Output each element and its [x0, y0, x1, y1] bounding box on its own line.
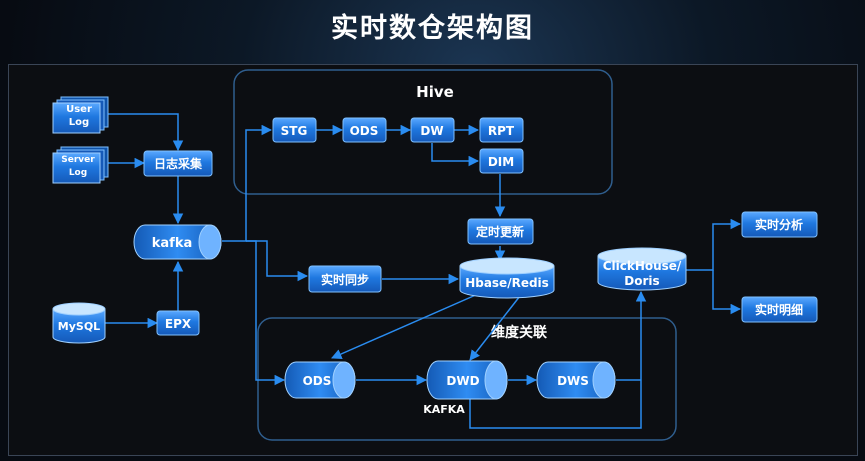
realtime-sync-label: 实时同步	[321, 272, 369, 287]
realtime-detail-node: 实时明细	[741, 296, 818, 323]
realtime-detail-label: 实时明细	[755, 302, 803, 317]
stg-label: STG	[281, 124, 308, 138]
realtime-analysis-node: 实时分析	[741, 211, 818, 238]
stream-group	[257, 317, 677, 441]
clickhouse-label-line2: Doris	[624, 274, 659, 288]
clickhouse-doris-node: ClickHouse/ Doris	[597, 247, 687, 291]
server-log-line1: Server	[61, 155, 95, 165]
realtime-sync-node: 实时同步	[308, 265, 382, 293]
connectors	[104, 113, 742, 429]
ods-hive-label: ODS	[350, 124, 379, 138]
dw-node: DW	[410, 117, 455, 143]
page-title: 实时数仓架构图	[331, 13, 534, 44]
kafka-caption: KAFKA	[423, 403, 465, 416]
hive-group-label: Hive	[416, 83, 454, 101]
hbase-redis-node: Hbase/Redis	[459, 257, 555, 299]
epx-node: EPX	[156, 310, 200, 336]
rpt-node: RPT	[479, 117, 524, 143]
realtime-analysis-label: 实时分析	[755, 217, 803, 232]
dws-label: DWS	[557, 374, 589, 388]
rpt-label: RPT	[488, 124, 515, 138]
server-log-source: Server Log	[52, 146, 109, 184]
edge-ck-analysis	[686, 218, 742, 271]
edge-ck-detail	[712, 270, 742, 315]
log-collect-node: 日志采集	[143, 150, 213, 177]
ods-stream-label: ODS	[303, 374, 332, 388]
hbase-redis-label: Hbase/Redis	[465, 276, 549, 290]
user-log-line2: Log	[69, 117, 89, 128]
dwd-node: DWD	[426, 360, 508, 400]
dim-node: DIM	[479, 148, 524, 174]
edge-userlog-collect	[108, 113, 184, 152]
edge-dw-dim	[431, 143, 480, 167]
ods-hive-node: ODS	[342, 117, 387, 143]
user-log-source: User Log	[52, 96, 109, 134]
log-collect-label: 日志采集	[154, 156, 203, 171]
dwd-label: DWD	[446, 374, 479, 388]
edge-kafka-sync	[246, 240, 309, 282]
dim-label: DIM	[488, 155, 514, 169]
dws-node: DWS	[536, 361, 616, 399]
mysql-label: MySQL	[58, 320, 100, 333]
kafka-label: kafka	[152, 236, 193, 251]
ods-stream-node: ODS	[284, 361, 356, 399]
clickhouse-label-line1: ClickHouse/	[603, 259, 682, 273]
timed-update-label: 定时更新	[476, 224, 524, 239]
server-log-line2: Log	[69, 168, 87, 178]
hive-group	[233, 69, 613, 195]
edge-kafka-stg	[222, 124, 273, 242]
edge-kafka-ods	[246, 240, 286, 386]
user-log-line1: User	[66, 104, 92, 115]
dw-label: DW	[420, 124, 443, 138]
timed-update-node: 定时更新	[467, 218, 534, 245]
dim-join-label: 维度关联	[491, 324, 548, 341]
edge-hbase-dwd	[469, 295, 521, 361]
kafka-node: kafka	[133, 224, 222, 260]
mysql-source: MySQL	[52, 302, 106, 344]
epx-label: EPX	[165, 317, 192, 331]
edge-dwd-clickhouse	[469, 290, 647, 429]
edge-hbase-ods	[331, 293, 479, 360]
stg-node: STG	[272, 117, 317, 143]
